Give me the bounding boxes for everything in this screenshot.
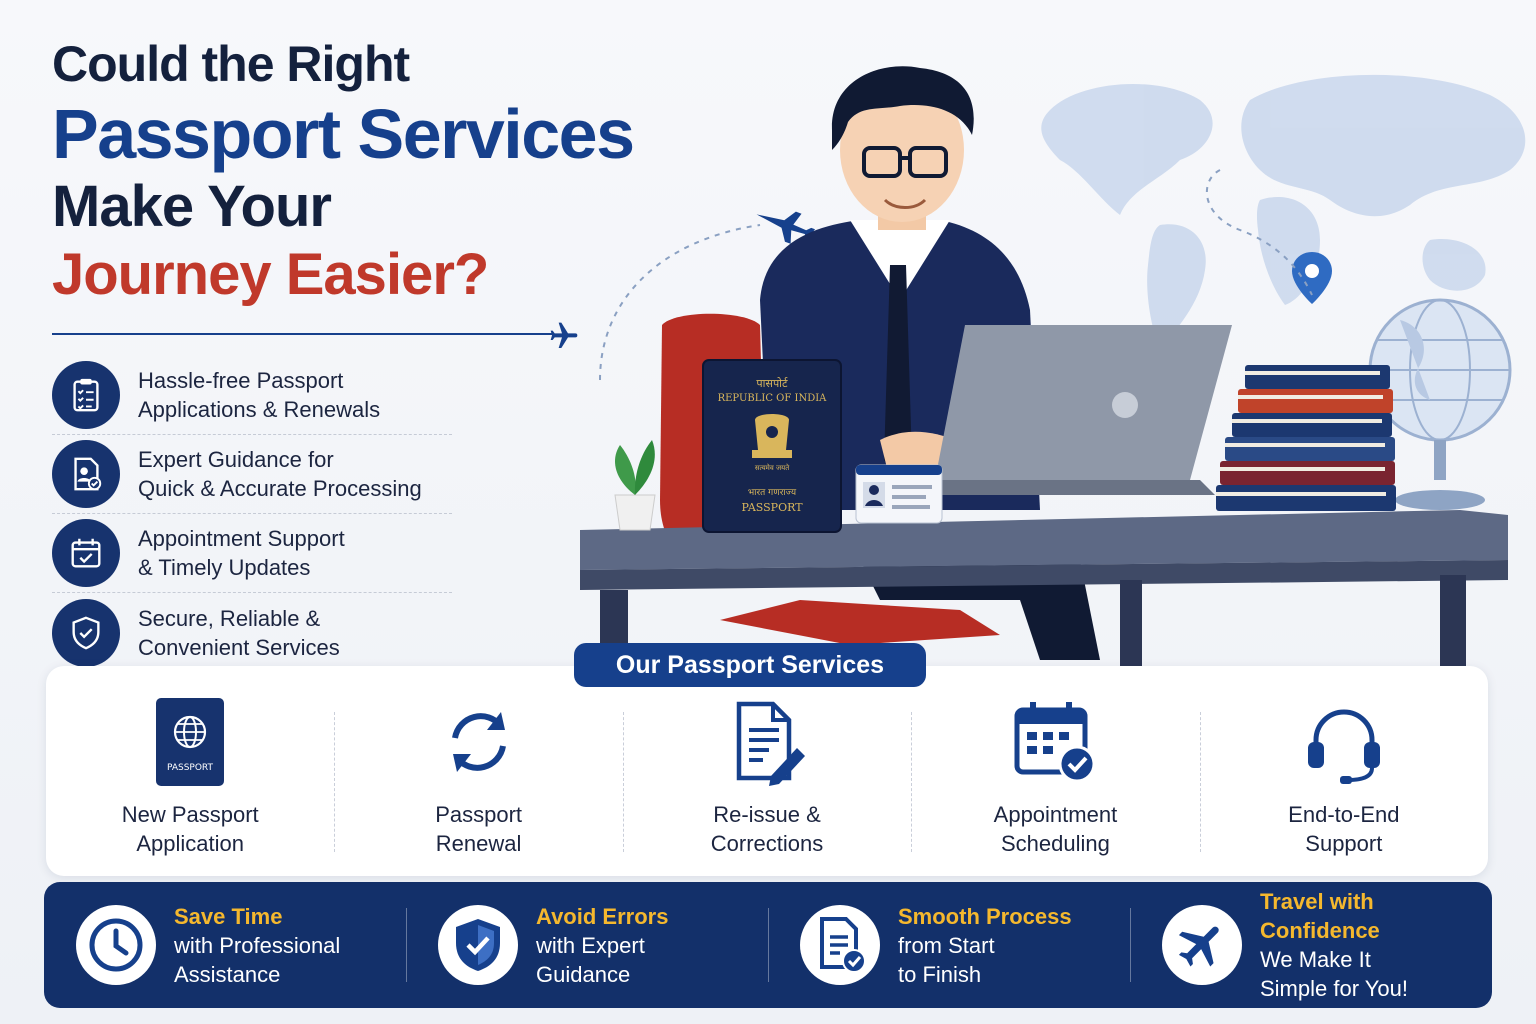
feature-line-2: Convenient Services xyxy=(138,634,340,660)
office-illustration: पासपोर्ट REPUBLIC OF INDIA सत्यमेव जयते … xyxy=(580,66,1526,670)
passport-hindi-label: भारत गणराज्य xyxy=(748,488,797,498)
passport-icon: PASSPORT xyxy=(142,694,238,790)
benefit-line-1: from Start xyxy=(898,932,995,958)
headline-line-3: Make Your xyxy=(52,174,332,239)
clock-icon xyxy=(76,905,156,985)
headline-underline xyxy=(52,333,552,335)
airplane-small-icon xyxy=(550,322,578,348)
airplane-icon xyxy=(756,211,816,244)
passport-emblem-caption: सत्यमेव जयते xyxy=(755,463,790,472)
headset-icon xyxy=(1296,694,1392,790)
calendar-icon xyxy=(1007,694,1103,790)
laptop-graphic xyxy=(930,325,1232,495)
benefit-line-1: with Expert xyxy=(536,932,645,958)
feature-line-1: Hassle-free Passport xyxy=(138,368,344,393)
document-edit-icon xyxy=(719,694,815,790)
shield-check-icon xyxy=(52,598,120,667)
service-label-line-1: End-to-End xyxy=(1288,802,1400,827)
benefits-bar: Save Time with Professional Assistance A… xyxy=(44,882,1492,1008)
service-label-line-2: Application xyxy=(136,831,245,856)
benefit-item: Avoid Errors with Expert Guidance xyxy=(406,882,768,1008)
service-label-line-1: New Passport xyxy=(121,802,259,827)
world-map-graphic xyxy=(1041,74,1526,350)
renewal-arrows-icon xyxy=(431,694,527,790)
id-document-icon xyxy=(52,440,120,508)
service-item-reissue[interactable]: Re-issue & Corrections xyxy=(622,666,911,876)
benefit-item: Save Time with Professional Assistance xyxy=(44,882,406,1008)
books-stack-graphic xyxy=(1216,365,1396,511)
benefit-title: Avoid Errors xyxy=(536,903,669,929)
feature-line-1: Appointment Support xyxy=(138,526,345,551)
feature-item: Appointment Support & Timely Updates xyxy=(52,514,452,593)
feature-item: Secure, Reliable & Convenient Services xyxy=(52,593,452,672)
benefit-line-1: We Make It xyxy=(1260,947,1371,972)
service-label-line-1: Passport xyxy=(435,802,523,827)
benefit-line-2: to Finish xyxy=(898,961,982,987)
benefit-title: Travel with Confidence xyxy=(1260,889,1380,943)
headline-line-1: Could the Right xyxy=(52,36,410,92)
service-label-line-2: Renewal xyxy=(435,831,522,856)
location-pin-icon xyxy=(1292,252,1332,304)
service-label-line-2: Scheduling xyxy=(1000,831,1110,856)
benefit-title: Smooth Process xyxy=(898,903,1072,929)
plant-graphic xyxy=(614,440,656,531)
feature-line-2: & Timely Updates xyxy=(138,555,311,580)
benefit-line-2: Assistance xyxy=(174,961,281,987)
airplane-icon xyxy=(1162,905,1242,985)
passport-icon-text: PASSPORT xyxy=(167,763,214,773)
benefit-line-2: Simple for You! xyxy=(1260,976,1408,1001)
benefit-item: Travel with Confidence We Make It Simple… xyxy=(1130,882,1492,1008)
checklist-icon xyxy=(52,361,120,429)
id-card-graphic xyxy=(855,464,943,524)
flight-path xyxy=(599,224,761,381)
passport-country: REPUBLIC OF INDIA xyxy=(718,393,828,404)
headline-line-4: Journey Easier? xyxy=(52,242,489,307)
service-label-line-2: Support xyxy=(1305,831,1383,856)
feature-line-1: Secure, Reliable & xyxy=(138,605,321,631)
flight-path xyxy=(1206,169,1313,296)
passport-graphic: पासपोर्ट REPUBLIC OF INDIA सत्यमेव जयते … xyxy=(702,359,842,533)
services-section-title: Our Passport Services xyxy=(574,643,926,687)
feature-line-2: Quick & Accurate Processing xyxy=(138,476,422,501)
document-check-icon xyxy=(800,905,880,985)
passport-hindi-title: पासपोर्ट xyxy=(756,377,788,390)
benefit-line-2: Guidance xyxy=(536,961,631,987)
feature-line-2: Applications & Renewals xyxy=(138,397,381,422)
headline: Could the Right Passport Services Make Y… xyxy=(52,34,752,310)
service-label-line-1: Re-issue & xyxy=(713,802,821,827)
shield-icon xyxy=(438,905,518,985)
feature-line-1: Expert Guidance for xyxy=(138,447,334,472)
emblem-icon xyxy=(752,414,792,458)
benefit-title: Save Time xyxy=(174,903,283,929)
service-label-line-1: Appointment xyxy=(993,802,1118,827)
benefit-line-1: with Professional xyxy=(174,932,341,958)
service-label-line-2: Corrections xyxy=(710,831,824,856)
headline-line-2: Passport Services xyxy=(52,95,635,173)
passport-label: PASSPORT xyxy=(741,501,803,514)
calendar-check-icon xyxy=(52,519,120,587)
benefit-item: Smooth Process from Start to Finish xyxy=(768,882,1130,1008)
